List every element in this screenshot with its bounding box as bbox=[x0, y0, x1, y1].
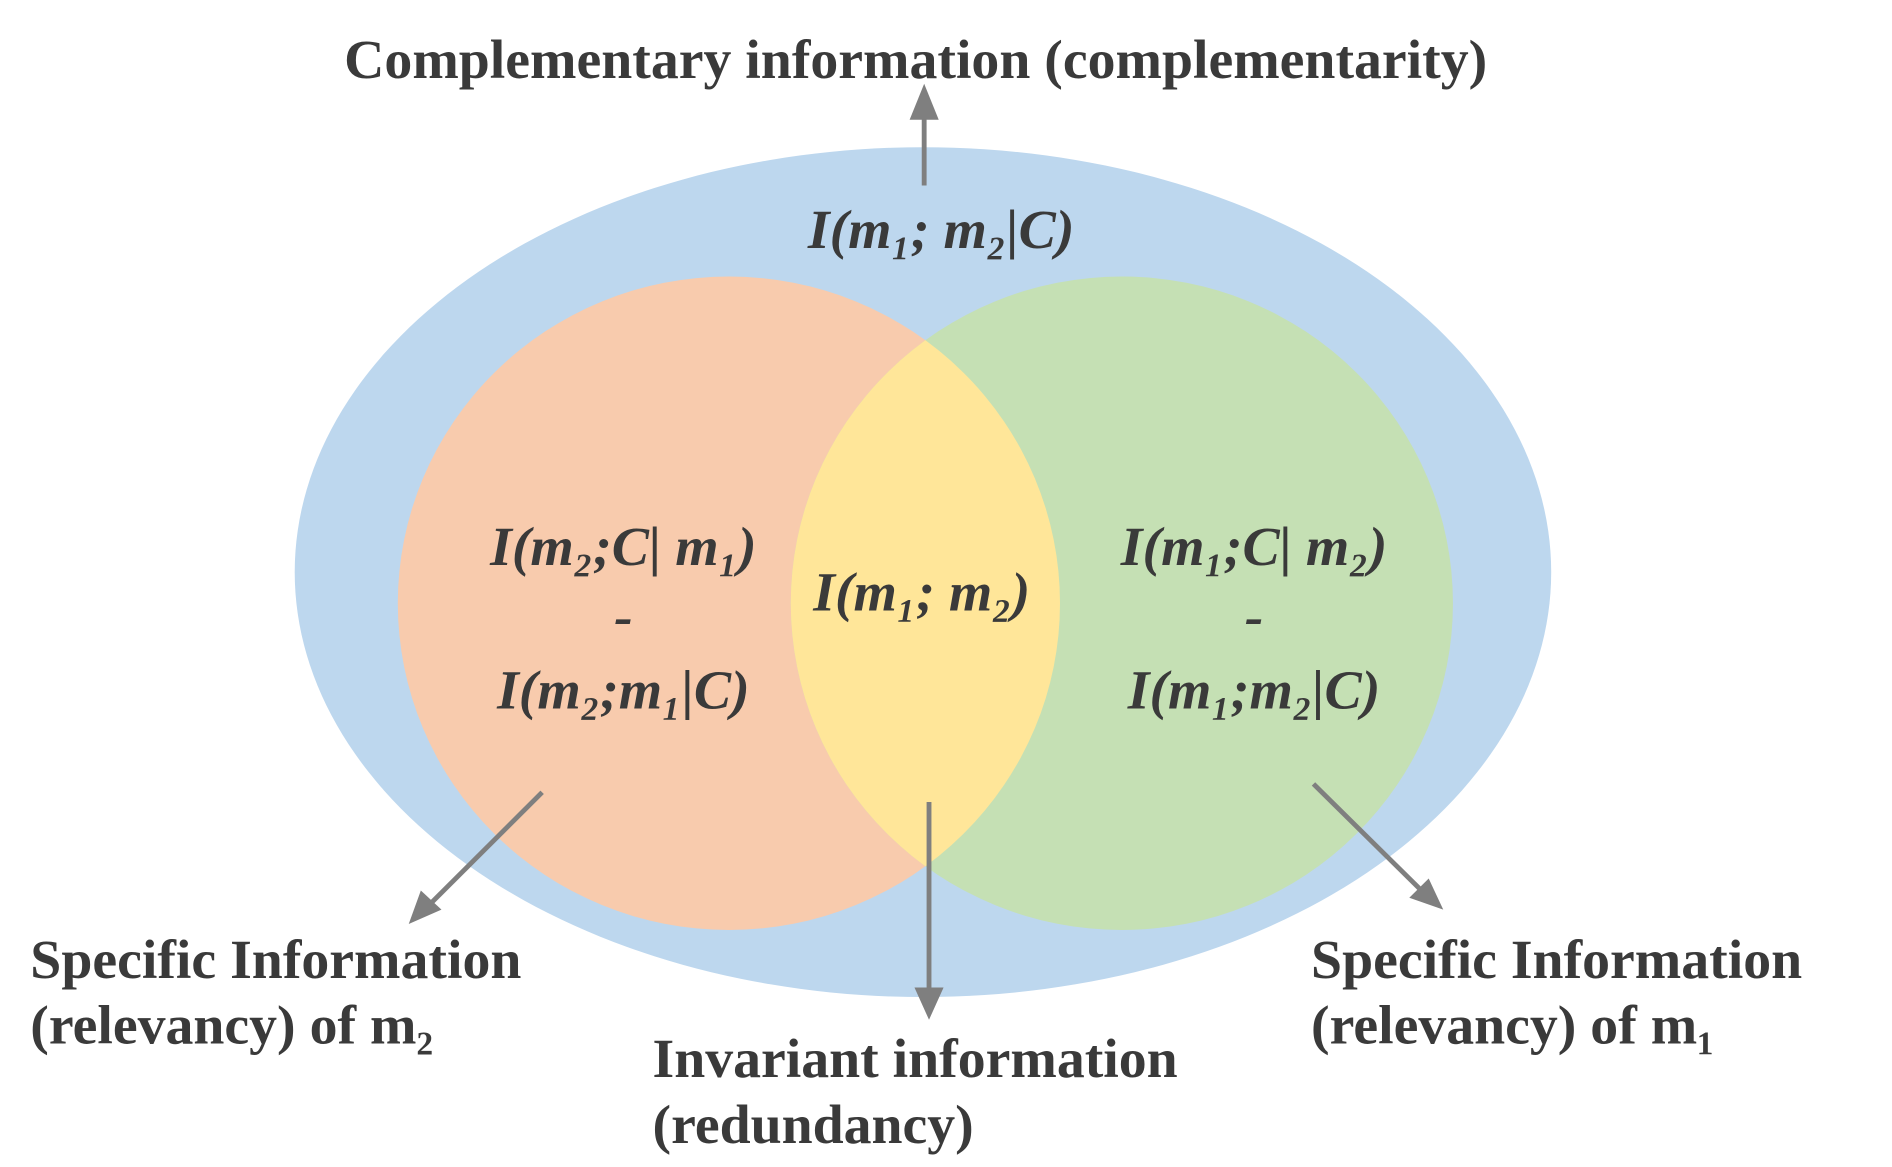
label-center-line2: (redundancy) bbox=[652, 1094, 973, 1155]
formula-right-line2: I(m₁;m₂|C) bbox=[1127, 660, 1381, 721]
arrowhead-up-icon bbox=[909, 83, 939, 120]
intersection-invariant bbox=[790, 276, 1061, 931]
label-right-line2: (relevancy) of m₁ bbox=[1311, 995, 1714, 1056]
formula-left-line2: I(m₂;m₁|C) bbox=[496, 660, 750, 721]
formula-complementary: I(m₁; m₂|C) bbox=[807, 199, 1074, 260]
formula-left-minus: - bbox=[614, 586, 633, 647]
arrow-right-down-icon bbox=[1311, 782, 1428, 897]
arrow-left-down-icon bbox=[420, 790, 544, 914]
label-left-line2: (relevancy) of m₂ bbox=[30, 995, 433, 1056]
formula-left-line1: I(m₂;C| m₁) bbox=[489, 516, 756, 577]
complementary-title: Complementary information (complementari… bbox=[344, 29, 1487, 90]
label-right-line1: Specific Information bbox=[1311, 929, 1802, 990]
arrowhead-left-icon bbox=[408, 890, 442, 925]
label-left-line1: Specific Information bbox=[30, 929, 521, 990]
arrowhead-right-icon bbox=[1409, 878, 1444, 910]
formula-right-line1: I(m₁;C| m₂) bbox=[1120, 516, 1387, 577]
arrowhead-down-icon bbox=[914, 987, 944, 1020]
formula-invariant: I(m₁; m₂) bbox=[812, 562, 1030, 623]
formula-right-minus: - bbox=[1245, 586, 1264, 647]
label-center-line1: Invariant information bbox=[652, 1029, 1177, 1090]
